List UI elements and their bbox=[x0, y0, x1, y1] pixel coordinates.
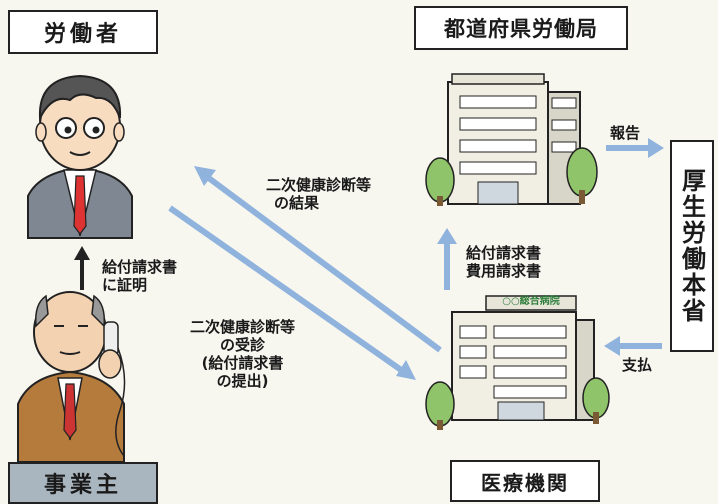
label-report: 報告 bbox=[610, 124, 641, 142]
employer-illustration bbox=[17, 291, 126, 463]
label-visit-line-3: (給付請求書 bbox=[201, 354, 284, 372]
label-claim-line-2: 費用請求書 bbox=[466, 262, 542, 280]
label-secondary-checkup-result: 二次健康診断等 の結果 bbox=[266, 176, 371, 212]
arrow-report-to-ministry bbox=[606, 138, 664, 158]
label-cert-line-1: 給付請求書 bbox=[102, 258, 178, 276]
label-benefit-claim-certification: 給付請求書 に証明 bbox=[102, 258, 177, 294]
label-cert-line-2: に証明 bbox=[102, 276, 148, 294]
arrow-payment-to-hospital bbox=[604, 336, 662, 356]
label-result-line-2: の結果 bbox=[274, 194, 320, 212]
label-benefit-cost-claim: 給付請求書 費用請求書 bbox=[466, 244, 541, 280]
employer-box: 事業主 bbox=[8, 462, 158, 504]
mhlw-box: 厚生労働本省 bbox=[670, 140, 714, 352]
label-payment: 支払 bbox=[622, 356, 653, 374]
prefectural-bureau-box: 都道府県労働局 bbox=[414, 6, 628, 50]
bureau-building-illustration bbox=[425, 73, 598, 206]
worker-illustration bbox=[27, 74, 133, 239]
worker-box: 労働者 bbox=[8, 10, 158, 54]
arrow-visit-to-hospital bbox=[168, 205, 416, 380]
arrow-result-to-worker bbox=[194, 166, 442, 353]
hospital-sign: ○○総合病院 bbox=[502, 296, 560, 307]
label-result-line-1: 二次健康診断等 bbox=[266, 176, 372, 194]
label-claim-line-1: 給付請求書 bbox=[466, 244, 542, 262]
label-visit-line-1: 二次健康診断等 bbox=[190, 318, 296, 336]
label-secondary-checkup-visit: 二次健康診断等 の受診 (給付請求書 の提出) bbox=[190, 318, 295, 390]
medical-institution-box: 医療機関 bbox=[450, 460, 600, 502]
hospital-building-illustration bbox=[425, 295, 610, 430]
label-visit-line-2: の受診 bbox=[220, 336, 266, 354]
arrow-claim-to-bureau bbox=[437, 228, 457, 290]
arrow-employer-certification bbox=[74, 246, 90, 290]
label-visit-line-4: の提出) bbox=[216, 372, 269, 390]
